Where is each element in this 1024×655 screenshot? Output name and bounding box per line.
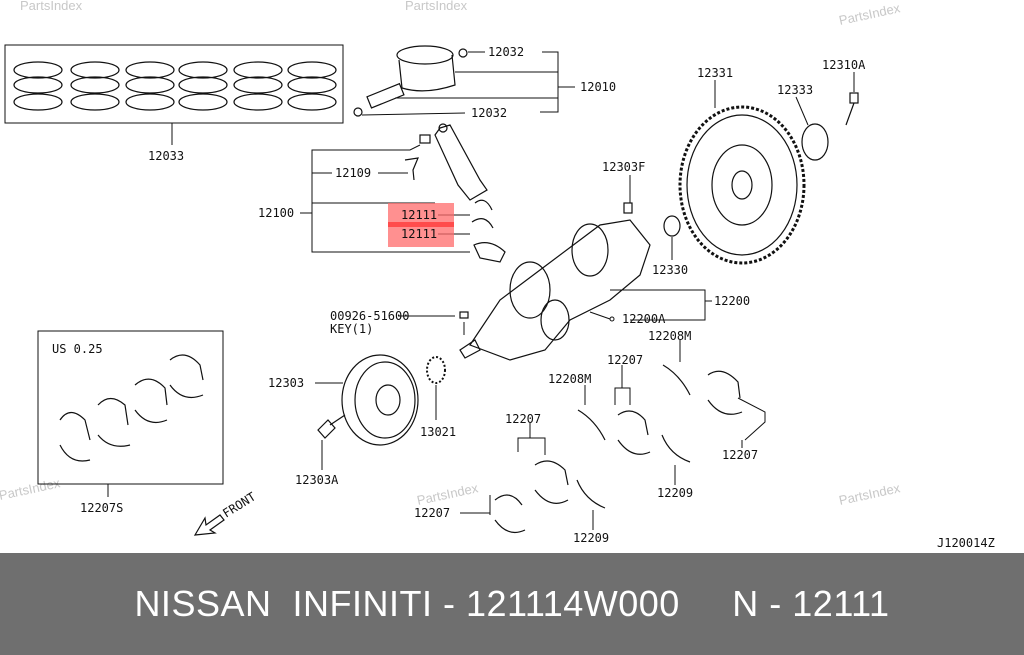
label-12331[interactable]: 12331 xyxy=(697,66,733,80)
label-12032[interactable]: 12032 xyxy=(488,45,524,59)
leader-lines xyxy=(398,175,712,335)
label-12032[interactable]: 12032 xyxy=(471,106,507,120)
label-12208M[interactable]: 12208M xyxy=(648,329,691,343)
label-12208M[interactable]: 12208M xyxy=(548,372,591,386)
label-key: KEY(1) xyxy=(330,322,373,336)
pulley-icon xyxy=(317,354,446,446)
label-12207[interactable]: 12207 xyxy=(505,412,541,426)
leader-lines xyxy=(315,382,437,470)
label-12209[interactable]: 12209 xyxy=(573,531,609,545)
label-12207S[interactable]: 12207S xyxy=(80,501,123,515)
footer-bar: NISSAN INFINITI - 121114W000 N - 12111 xyxy=(0,553,1024,655)
bearing-set-box xyxy=(37,330,224,485)
undersize-label: US 0.25 xyxy=(52,342,103,356)
watermark: PartsIndex xyxy=(0,475,62,503)
main-bearings-icon xyxy=(494,364,743,533)
label-12333[interactable]: 12333 xyxy=(777,83,813,97)
leader-lines xyxy=(714,72,855,126)
label-12207[interactable]: 12207 xyxy=(414,506,450,520)
front-arrow-icon xyxy=(193,514,225,536)
label-12100[interactable]: 12100 xyxy=(258,206,294,220)
label-12207[interactable]: 12207 xyxy=(607,353,643,367)
watermark: PartsIndex xyxy=(838,0,902,28)
label-12310A[interactable]: 12310A xyxy=(822,58,866,72)
label-12209[interactable]: 12209 xyxy=(657,486,693,500)
label-12010[interactable]: 12010 xyxy=(580,80,616,94)
part-title: NISSAN INFINITI - 121114W000 N - 12111 xyxy=(134,583,890,624)
watermark: PartsIndex xyxy=(405,0,468,13)
label-12033[interactable]: 12033 xyxy=(148,149,184,163)
label-12200A[interactable]: 12200A xyxy=(622,312,666,326)
label-12303[interactable]: 12303 xyxy=(268,376,304,390)
piston-rings-icon xyxy=(4,44,344,145)
parts-diagram: PartsIndex PartsIndex PartsIndex PartsIn… xyxy=(0,0,995,550)
front-label: FRONT xyxy=(220,490,258,521)
leader-lines xyxy=(361,51,575,116)
flywheel-icon xyxy=(678,92,859,265)
piston-icon xyxy=(353,45,468,117)
watermark: PartsIndex xyxy=(416,480,480,508)
label-13021[interactable]: 13021 xyxy=(420,425,456,439)
label-12111[interactable]: 12111 xyxy=(401,208,437,222)
diagram-code: J120014Z xyxy=(937,536,995,550)
label-12111[interactable]: 12111 xyxy=(401,227,437,241)
bearing-shells-icon xyxy=(59,354,204,462)
label-00926-51600[interactable]: 00926-51600 xyxy=(330,309,409,323)
leader-lines xyxy=(460,340,766,530)
highlight-12111 xyxy=(388,203,454,247)
label-12109[interactable]: 12109 xyxy=(335,166,371,180)
watermark: PartsIndex xyxy=(838,480,902,508)
label-12200[interactable]: 12200 xyxy=(714,294,750,308)
watermark: PartsIndex xyxy=(20,0,83,13)
crankshaft-icon xyxy=(459,202,681,361)
connecting-rod-icon xyxy=(404,123,506,263)
label-12207[interactable]: 12207 xyxy=(722,448,758,462)
label-12303A[interactable]: 12303A xyxy=(295,473,339,487)
label-12303F[interactable]: 12303F xyxy=(602,160,645,174)
label-12330[interactable]: 12330 xyxy=(652,263,688,277)
